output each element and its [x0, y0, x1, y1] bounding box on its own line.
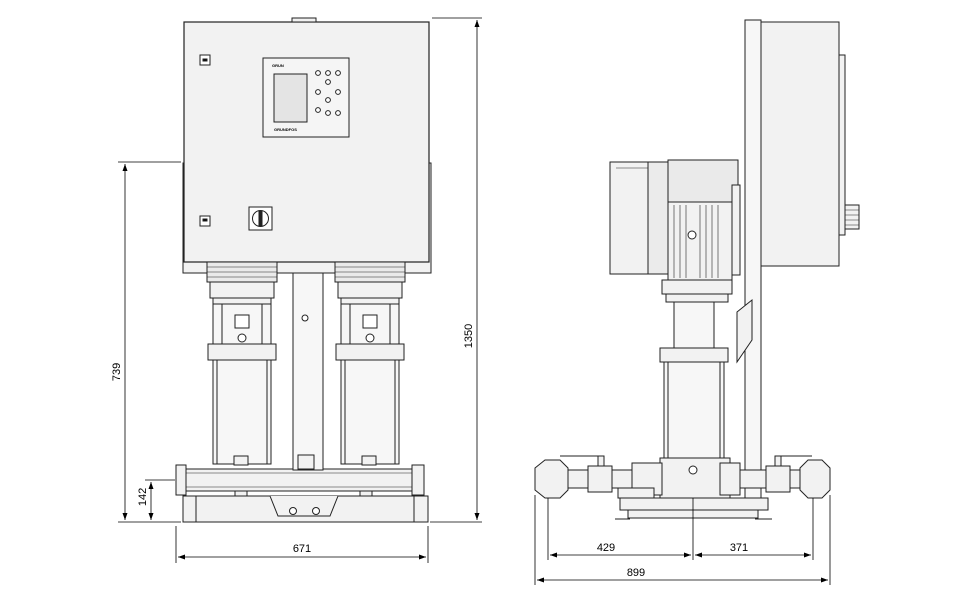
- side-view: [534, 19, 860, 520]
- dim-front-height-total: 1350: [463, 324, 475, 348]
- panel-logo-bottom: GRUNDFOS: [274, 127, 297, 132]
- side-base: [615, 497, 772, 520]
- dim-side-left: 429: [597, 542, 615, 554]
- side-dimensions: [534, 495, 831, 585]
- dim-front-width: 671: [293, 543, 311, 555]
- front-pump-1: [206, 261, 278, 466]
- dim-front-height-base: 142: [137, 488, 149, 506]
- dim-side-total: 899: [627, 567, 645, 579]
- main-switch-icon: [248, 206, 273, 231]
- panel-logo-top: GRUN: [272, 63, 284, 68]
- control-cabinet-front: GRUN GRUNDFOS: [182, 17, 432, 274]
- side-column: [744, 19, 762, 503]
- front-pump-2: [334, 261, 406, 466]
- control-display-panel: GRUN GRUNDFOS: [262, 57, 350, 138]
- front-center-stand: [292, 269, 324, 471]
- dim-side-right: 371: [730, 542, 748, 554]
- side-manifold-right: [719, 455, 831, 499]
- front-base-frame: [182, 495, 429, 523]
- side-pump-column: [659, 279, 753, 499]
- control-cabinet-side: [760, 21, 860, 267]
- front-view: GRUN GRUNDFOS: [175, 17, 432, 523]
- side-motor: [609, 159, 741, 281]
- dim-front-height-mid: 739: [111, 363, 123, 381]
- side-manifold-left: [534, 455, 663, 499]
- front-dimensions: [118, 17, 482, 563]
- front-manifold: [175, 464, 425, 497]
